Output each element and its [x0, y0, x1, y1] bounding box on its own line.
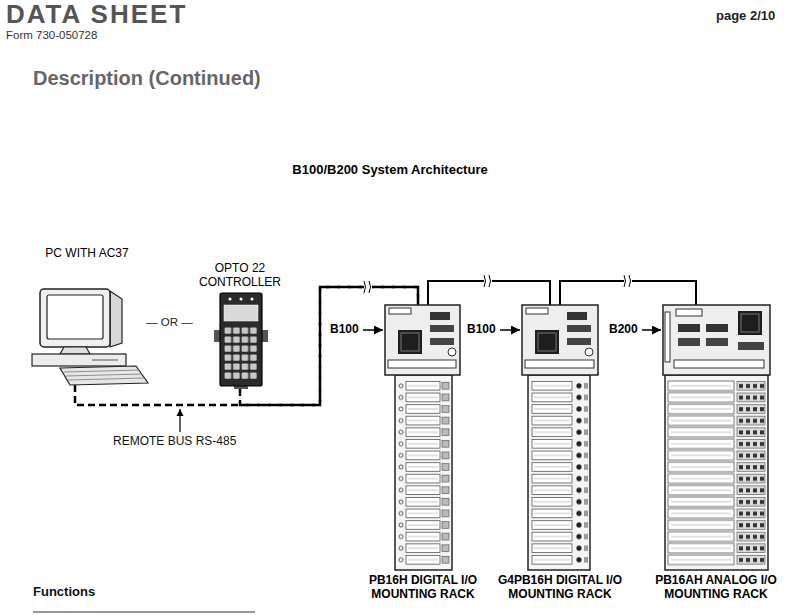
board-label: B200 — [609, 323, 638, 337]
module-slots — [528, 380, 590, 566]
diagram-title: B100/B200 System Architecture — [190, 163, 590, 178]
rack-illustration — [522, 305, 598, 570]
node-caption: PB16H DIGITAL I/O MOUNTING RACK — [358, 574, 488, 602]
controller-body — [220, 293, 262, 386]
keyboard-keys — [64, 370, 145, 380]
break-mark — [484, 274, 492, 288]
board-label: B100 — [467, 323, 496, 337]
chip — [678, 338, 700, 346]
break-mark — [364, 280, 372, 294]
pc-workstation: PC WITH AC37 — [22, 247, 152, 385]
brain-board — [522, 305, 598, 375]
pointer-arrow — [642, 329, 661, 331]
connector — [676, 309, 702, 316]
io-mounting-rack: PB16H DIGITAL I/O MOUNTING RACK — [358, 305, 488, 602]
chip — [706, 338, 728, 346]
module-slots — [665, 380, 768, 566]
node-caption: G4PB16H DIGITAL I/O MOUNTING RACK — [495, 574, 625, 602]
chip — [567, 325, 591, 332]
chip-detail — [401, 333, 419, 351]
sheet-heading: DATA SHEET — [6, 0, 187, 30]
chip-detail — [538, 333, 556, 351]
chip — [706, 324, 728, 332]
connector — [674, 360, 764, 368]
chip — [535, 330, 559, 354]
keypad — [224, 327, 258, 381]
or-note: — OR — — [146, 316, 193, 329]
connector — [525, 360, 594, 368]
leader-line — [179, 409, 180, 432]
chip — [430, 312, 450, 320]
indicator — [229, 298, 232, 301]
chip — [678, 324, 700, 332]
bus-cable — [75, 287, 418, 405]
pointer-arrow — [363, 329, 383, 331]
monitor-stand — [60, 347, 90, 354]
node-caption: OPTO 22 CONTROLLER — [190, 262, 290, 290]
controller-unit: OPTO 22 CONTROLLER — [190, 262, 290, 389]
lcd-display — [224, 305, 258, 321]
chip — [430, 325, 454, 332]
mounting-rack — [528, 375, 590, 570]
board-label: B100 — [330, 323, 359, 337]
chip — [567, 312, 587, 320]
chip-detail — [741, 314, 759, 332]
form-number: Form 730-050728 — [6, 29, 97, 42]
pointer-arrow — [500, 329, 520, 331]
node-caption: PC WITH AC37 — [22, 247, 152, 261]
section-heading: Description (Continued) — [33, 67, 261, 90]
controller-illustration — [214, 293, 268, 389]
page-number: page 2/10 — [716, 9, 775, 24]
rack-illustration — [663, 305, 770, 570]
connector — [526, 308, 548, 314]
chip — [738, 311, 762, 335]
computer-case — [32, 354, 126, 366]
rack-illustration — [385, 305, 460, 570]
ribbon-connector — [665, 312, 670, 362]
brain-board — [663, 305, 770, 375]
io-mounting-rack: G4PB16H DIGITAL I/O MOUNTING RACK — [495, 305, 625, 602]
node-caption: PB16AH ANALOG I/O MOUNTING RACK — [651, 574, 781, 602]
monitor — [40, 289, 110, 347]
section-heading: Functions — [33, 585, 95, 600]
chip — [567, 338, 591, 345]
chip — [398, 330, 422, 354]
switch — [448, 348, 456, 356]
heading-rule — [33, 612, 255, 613]
chip — [430, 338, 454, 345]
monitor-side — [110, 291, 122, 347]
break-mark — [624, 274, 632, 288]
chip — [738, 342, 764, 350]
screen — [47, 295, 103, 339]
indicator — [240, 298, 243, 301]
keyboard — [60, 366, 148, 385]
mounting-rack — [395, 375, 452, 570]
indicator — [251, 298, 254, 301]
module-slots — [395, 380, 452, 566]
brain-board — [385, 305, 460, 375]
drive-slot — [92, 360, 118, 361]
connector — [388, 360, 456, 368]
pc-illustration — [32, 289, 148, 385]
switch — [585, 348, 593, 356]
io-mounting-rack: PB16AH ANALOG I/O MOUNTING RACK — [651, 305, 781, 602]
connector — [389, 308, 411, 314]
mounting-rack — [665, 375, 768, 570]
bus-label: REMOTE BUS RS-485 — [113, 435, 236, 449]
